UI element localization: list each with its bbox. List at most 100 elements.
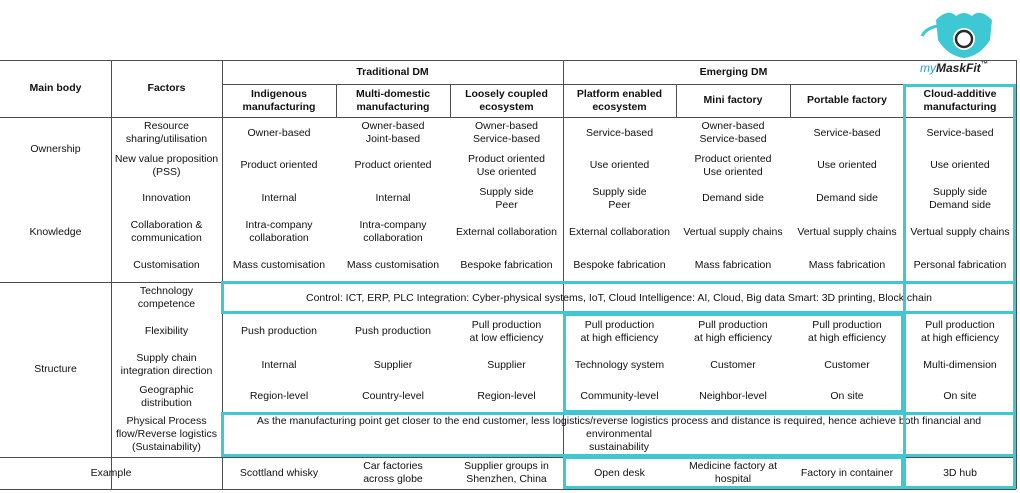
logo-name: MaskFit [936, 61, 981, 75]
table-cell: Intra-company collaboration [359, 219, 427, 244]
table-cell: 3D hub [943, 466, 977, 479]
highlight-technology-row [221, 281, 1016, 314]
table-cell: Country-level [362, 390, 424, 402]
table-cell: Car factories across globe [363, 460, 423, 485]
table-cell: External collaboration [569, 225, 670, 238]
logo-prefix: my [920, 61, 936, 75]
factor-label: Collaboration & communication [130, 219, 203, 244]
table-cell: Use oriented [930, 159, 990, 171]
table-cell: Product oriented [354, 159, 432, 171]
table-cell: Pull production at high efficiency [580, 318, 659, 344]
table-cell: Mass fabrication [694, 259, 772, 271]
col-divider-4 [450, 84, 451, 117]
table-cell: Product oriented Use oriented [467, 152, 546, 178]
table-right-border [1016, 60, 1017, 489]
table-cell: Multi-dimension [923, 358, 997, 371]
table-cell: Customer [824, 358, 870, 371]
main-body-structure: Structure [34, 363, 77, 375]
table-cell: Owner-based Joint-based [361, 120, 425, 145]
table-cell: Supply side Demand side [929, 185, 991, 211]
table-cell: Owner-based Service-based [472, 120, 541, 145]
main-body-knowledge: Knowledge [29, 225, 82, 238]
table-cell: Mass fabrication [808, 259, 886, 271]
table-cell: Region-level [477, 390, 536, 402]
table-cell: Internal [261, 192, 297, 204]
table-cell: Pull production at high efficiency [693, 318, 773, 344]
table-cell: Product oriented [240, 159, 318, 171]
col-divider-factors [111, 60, 112, 489]
col-divider-7 [790, 84, 791, 117]
logo-wordmark: myMaskFit™ [920, 61, 988, 75]
spanning-cell: As the manufacturing point get closer to… [256, 415, 982, 453]
factor-label: Flexibility [144, 325, 189, 337]
table-cell: Internal [375, 192, 411, 204]
table-cell: Vertual supply chains [683, 225, 783, 238]
header-bottom-border [0, 117, 1016, 118]
column-header-3: Loosely coupled ecosystem [465, 87, 548, 113]
table-cell: Service-based [813, 126, 881, 139]
table-cell: Supplier [487, 358, 526, 371]
table-cell: Bespoke fabrication [460, 259, 553, 271]
col-divider-emerging [563, 60, 564, 489]
factor-label: Customisation [133, 259, 200, 271]
example-divider [0, 457, 1016, 458]
highlight-emerging-example [563, 456, 904, 489]
example-label: Example [90, 466, 132, 479]
table-cell: Intra-company collaboration [245, 219, 313, 244]
table-cell: Vertual supply chains [797, 225, 897, 238]
column-header-7: Cloud-additive manufacturing [923, 87, 997, 113]
table-bottom-border [0, 489, 1016, 490]
factor-label: Physical Process flow/Reverse logistics … [116, 415, 217, 453]
header-group-divider [222, 84, 1016, 85]
table-cell: Supply side Peer [592, 185, 647, 211]
table-cell: Vertual supply chains [910, 225, 1010, 238]
table-cell: Mass customisation [346, 259, 440, 271]
main-body-header: Main body [29, 82, 82, 94]
column-header-6: Portable factory [807, 94, 887, 106]
table-cell: Scottland whisky [239, 466, 319, 479]
table-cell: Region-level [249, 390, 309, 402]
factor-label: New value proposition (PSS) [114, 152, 219, 178]
table-cell: Supplier [373, 358, 413, 371]
traditional-dm-header: Traditional DM [356, 65, 429, 78]
table-cell: Personal fabrication [913, 259, 1007, 271]
table-cell: Medicine factory at hospital [688, 460, 778, 485]
table-cell: Mass customisation [232, 259, 326, 271]
table-cell: Bespoke fabrication [573, 259, 666, 271]
table-cell: Open desk [594, 466, 645, 479]
spanning-cell: Control: ICT, ERP, PLC Integration: Cybe… [305, 291, 932, 304]
col-divider-traditional [222, 60, 223, 489]
logo-trademark: ™ [980, 61, 988, 68]
factor-label: Innovation [142, 192, 191, 204]
factor-label: Supply chain integration direction [120, 352, 213, 377]
table-cell: Pull production at high efficiency [920, 318, 1000, 344]
table-cell: Factory in container [800, 466, 894, 479]
table-cell: Pull production at high efficiency [807, 318, 887, 344]
table-cell: Pull production at low efficiency [469, 318, 544, 344]
table-cell: Service-based [926, 126, 994, 139]
table-cell: Use oriented [817, 159, 877, 171]
table-cell: On site [943, 390, 977, 402]
col-divider-6 [676, 84, 677, 117]
mask-logo-icon [918, 6, 1010, 78]
factor-label: Resource sharing/utilisation [125, 120, 208, 145]
table-cell: Owner-based Service-based [699, 120, 767, 145]
table-cell: On site [830, 390, 864, 402]
column-header-2: Multi-domestic manufacturing [355, 87, 431, 113]
emerging-dm-header: Emerging DM [699, 65, 768, 78]
table-cell: Push production [355, 325, 431, 337]
highlight-sustainability-row [221, 412, 1016, 457]
table-cell: Product oriented Use oriented [694, 152, 772, 178]
factor-label: Technology competence [137, 285, 196, 310]
table-cell: Internal [261, 358, 297, 371]
factors-header: Factors [147, 82, 186, 94]
table-cell: Technology system [574, 358, 665, 371]
table-cell: Community-level [580, 390, 659, 402]
table-cell: Neighbor-level [699, 390, 767, 402]
table-cell: Push production [241, 325, 317, 337]
column-header-1: Indigenous manufacturing [242, 87, 316, 113]
table-cell: Owner-based [247, 126, 311, 139]
column-header-4: Platform enabled ecosystem [576, 87, 663, 113]
table-cell: Demand side [702, 192, 764, 204]
